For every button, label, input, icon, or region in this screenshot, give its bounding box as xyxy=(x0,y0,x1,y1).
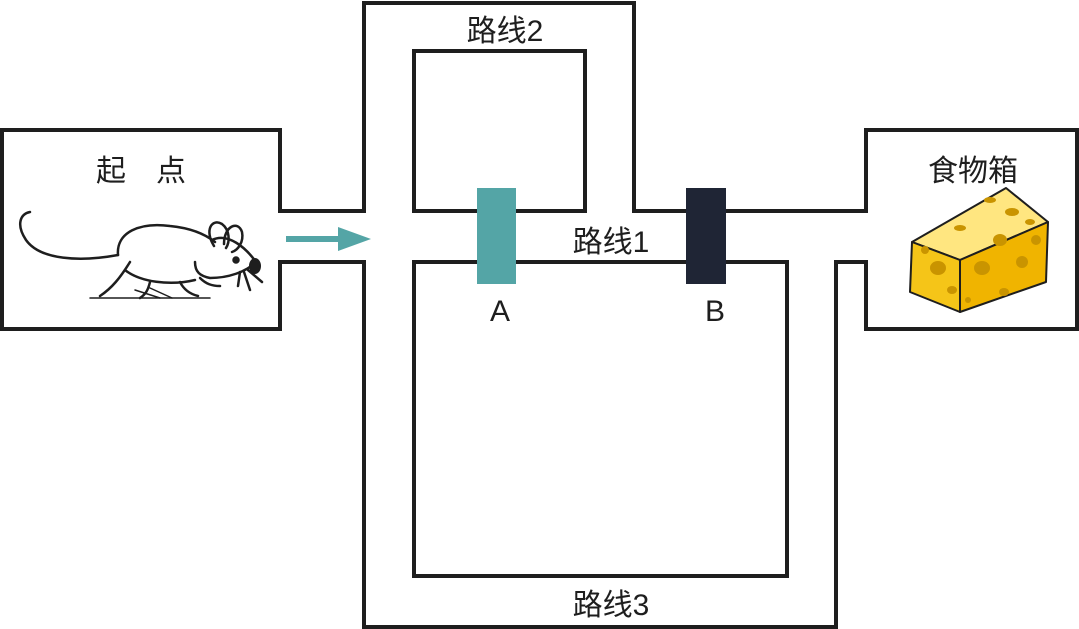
route1-label: 路线1 xyxy=(573,226,650,259)
gate-b-label: B xyxy=(705,295,725,328)
route2-inner-block xyxy=(412,49,587,213)
route3-inner-block xyxy=(412,260,789,578)
gate-a xyxy=(477,188,516,284)
route3-label: 路线3 xyxy=(573,589,650,622)
mouse-icon xyxy=(18,210,264,300)
gate-a-label: A xyxy=(490,295,510,328)
food-box-wall xyxy=(864,128,1079,331)
arrow-right-icon xyxy=(286,227,371,251)
start-box-wall xyxy=(0,128,282,331)
gate-b xyxy=(686,188,726,284)
route2-label: 路线2 xyxy=(467,15,544,48)
outer-wall-lower xyxy=(362,260,868,629)
start-label: 起 点 xyxy=(96,155,186,188)
cheese-icon xyxy=(909,187,1049,313)
outer-wall xyxy=(362,1,636,213)
food-label: 食物箱 xyxy=(928,155,1018,188)
